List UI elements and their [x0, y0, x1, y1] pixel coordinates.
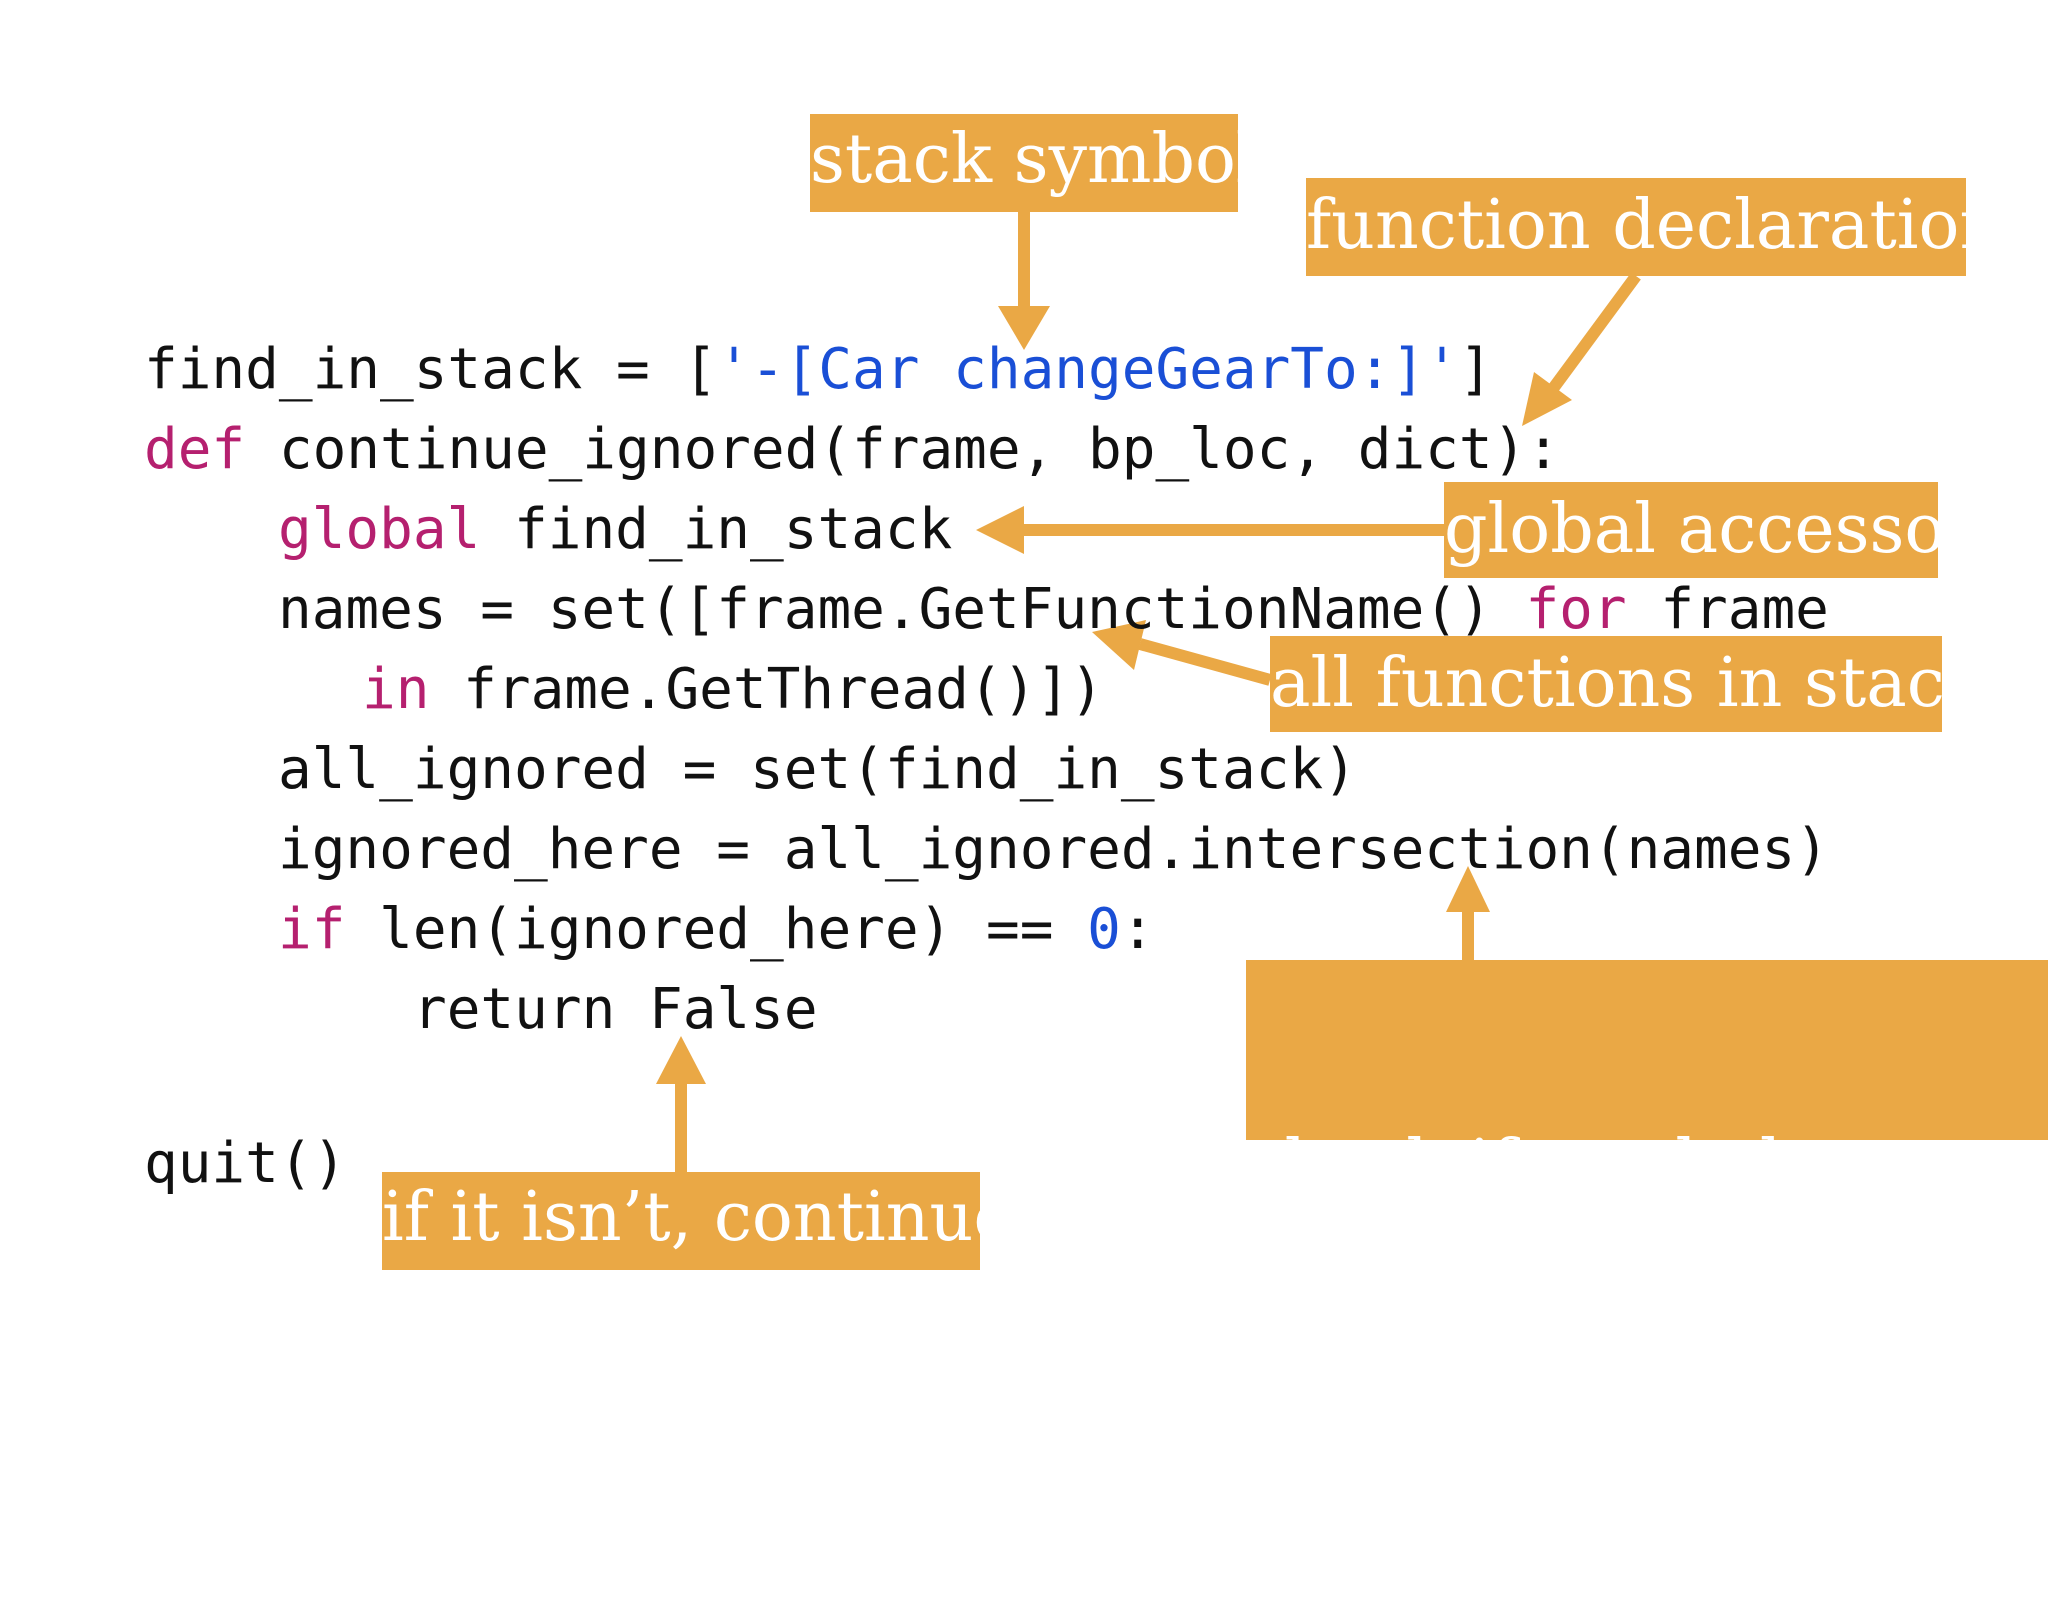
condition-expression: len(ignored_here) == [345, 897, 1088, 962]
keyword-global: global [278, 497, 481, 562]
annotation-arrows [656, 210, 1641, 1172]
callout-if-not-continue: if it isn’t, continue [382, 1172, 1014, 1270]
code-line-5: in frame.GetThread()]) [362, 650, 1104, 730]
callout-stack-symbol: stack symbol [810, 114, 1258, 212]
keyword-in: in [362, 657, 430, 722]
arrow-stack-symbol [998, 210, 1050, 350]
keyword-def: def [144, 417, 246, 482]
code-line-9: return False [413, 977, 818, 1042]
loop-variable: frame [1626, 577, 1829, 642]
code-bracket: ] [1458, 337, 1493, 402]
global-variable: find_in_stack [480, 497, 953, 562]
arrow-all-functions [1092, 620, 1272, 686]
code-string-literal: '-[Car changeGearTo:]' [717, 337, 1459, 402]
callout-check-symbol: check if symbol we want is in this stack [1246, 960, 2048, 1445]
names-assignment: names = set([frame.GetFunctionName() [278, 577, 1526, 642]
code-line-4: names = set([frame.GetFunctionName() for… [278, 570, 1829, 650]
arrow-function-declaration [1522, 272, 1641, 426]
callout-function-declaration: function declaration [1306, 178, 2003, 276]
code-line-8: if len(ignored_here) == 0: [278, 890, 1155, 970]
arrow-if-not-continue [656, 1036, 706, 1172]
colon: : [1120, 897, 1155, 962]
arrow-check-symbol [1446, 866, 1490, 960]
code-line-2: def continue_ignored(frame, bp_loc, dict… [144, 410, 1560, 490]
slide: find_in_stack = ['-[Car changeGearTo:]']… [144, 114, 2048, 1445]
callout-all-functions-in-stack: all functions in stack [1270, 636, 1986, 732]
thread-expression: frame.GetThread()]) [429, 657, 1104, 722]
function-signature: continue_ignored(frame, bp_loc, dict): [245, 417, 1561, 482]
code-identifier: find_in_stack [144, 337, 583, 402]
code-operator: = [ [582, 337, 718, 402]
keyword-for: for [1525, 577, 1627, 642]
arrow-global-accessor [976, 506, 1444, 554]
code-line-6: all_ignored = set(find_in_stack) [278, 737, 1357, 802]
callout-check-symbol-line-1: check if symbol we want [1246, 1126, 2048, 1205]
code-line-7: ignored_here = all_ignored.intersection(… [278, 817, 1829, 882]
callout-global-accessor: global accessor [1444, 482, 1978, 578]
keyword-if: if [278, 897, 346, 962]
code-line-1: find_in_stack = ['-[Car changeGearTo:]'] [144, 330, 1493, 410]
code-line-10: quit() [144, 1131, 347, 1196]
code-line-3: global find_in_stack [278, 490, 952, 570]
callout-check-symbol-line-2: is in this stack [1398, 1366, 1896, 1445]
number-literal: 0 [1087, 897, 1121, 962]
